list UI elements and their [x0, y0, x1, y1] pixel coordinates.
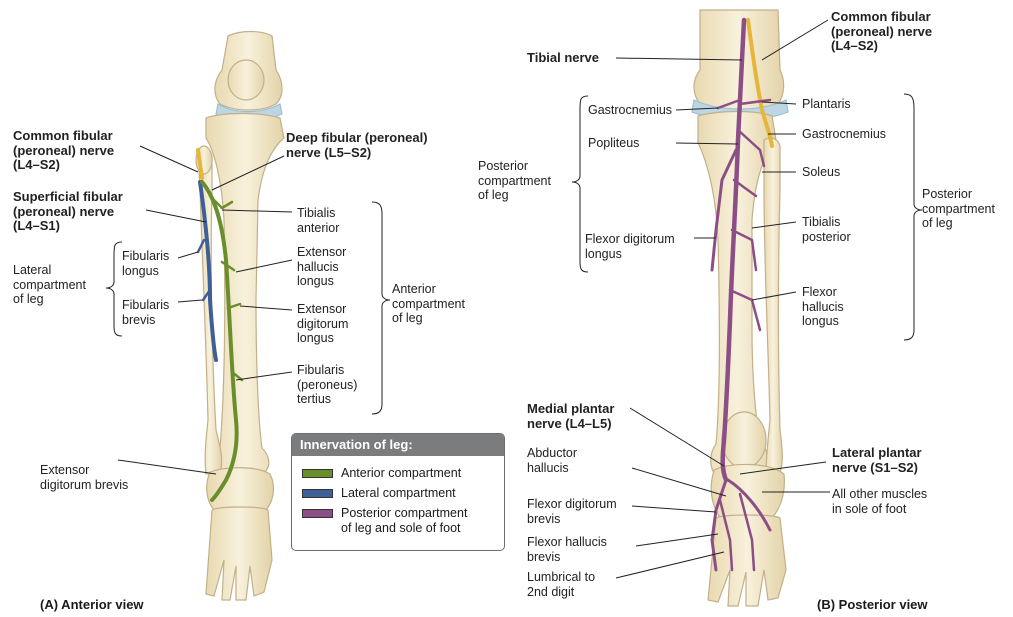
label-gastrocnemius-left: Gastrocnemius [588, 103, 672, 118]
label-tibialis-posterior: Tibialis posterior [802, 215, 851, 244]
label-flexor-hallucis-longus: Flexor hallucis longus [802, 285, 844, 329]
label-flexor-hallucis-brevis: Flexor hallucis brevis [527, 535, 607, 564]
label-plantaris: Plantaris [802, 97, 851, 112]
label-medial-plantar: Medial plantar nerve (L4–L5) [527, 402, 614, 431]
label-extensor-digitorum-longus: Extensor digitorum longus [297, 302, 348, 346]
fibula-b [764, 138, 782, 474]
calcaneus-b [722, 412, 766, 468]
posterior-right-brace [904, 94, 922, 340]
metatarsals-a [206, 507, 272, 600]
label-posterior-compartment-right: Posterior compartment of leg [922, 187, 995, 231]
label-deep-fibular: Deep fibular (peroneal) nerve (L5–S2) [286, 131, 428, 160]
lateral-brace [106, 242, 122, 336]
label-anterior-compartment: Anterior compartment of leg [392, 282, 465, 326]
caption-anterior-view: (A) Anterior view [40, 597, 144, 612]
legend-label-anterior: Anterior compartment [341, 466, 505, 481]
label-popliteus: Popliteus [588, 136, 639, 151]
tibia-a [206, 114, 284, 475]
label-lateral-compartment: Lateral compartment of leg [13, 263, 86, 307]
legend-swatch-lateral [302, 489, 333, 498]
legend: Innervation of leg: Anterior compartment… [291, 433, 505, 551]
label-lateral-plantar: Lateral plantar nerve (S1–S2) [832, 446, 922, 475]
legend-title: Innervation of leg: [292, 434, 504, 456]
anterior-brace [372, 202, 390, 414]
metatarsals-b [708, 515, 786, 606]
label-extensor-digitorum-brevis: Extensor digitorum brevis [40, 463, 128, 492]
label-abductor-hallucis: Abductor hallucis [527, 446, 577, 475]
label-flexor-digitorum-longus: Flexor digitorum longus [585, 232, 675, 261]
label-gastrocnemius-right: Gastrocnemius [802, 127, 886, 142]
label-posterior-compartment-left: Posterior compartment of leg [478, 159, 551, 203]
legend-label-lateral: Lateral compartment [341, 486, 505, 501]
legend-swatch-anterior [302, 469, 333, 478]
label-extensor-hallucis-longus: Extensor hallucis longus [297, 245, 346, 289]
label-soleus: Soleus [802, 165, 840, 180]
caption-posterior-view: (B) Posterior view [817, 597, 928, 612]
label-flexor-digitorum-brevis: Flexor digitorum brevis [527, 497, 617, 526]
legend-label-posterior: Posterior compartment of leg and sole of… [341, 506, 505, 535]
label-lumbrical: Lumbrical to 2nd digit [527, 570, 595, 599]
label-fibularis-brevis: Fibularis brevis [122, 298, 169, 327]
label-fibularis-longus: Fibularis longus [122, 249, 169, 278]
label-tibial-nerve: Tibial nerve [527, 51, 599, 66]
label-tibialis-anterior: Tibialis anterior [297, 206, 339, 235]
legend-swatch-posterior [302, 509, 333, 518]
patella-a [228, 60, 264, 100]
label-common-fibular-a: Common fibular (peroneal) nerve (L4–S2) [13, 129, 114, 173]
label-superficial-fibular: Superficial fibular (peroneal) nerve (L4… [13, 190, 123, 234]
label-other-muscles: All other muscles in sole of foot [832, 487, 927, 516]
label-common-fibular-b: Common fibular (peroneal) nerve (L4–S2) [831, 10, 932, 54]
label-fibularis-tertius: Fibularis (peroneus) tertius [297, 363, 357, 407]
